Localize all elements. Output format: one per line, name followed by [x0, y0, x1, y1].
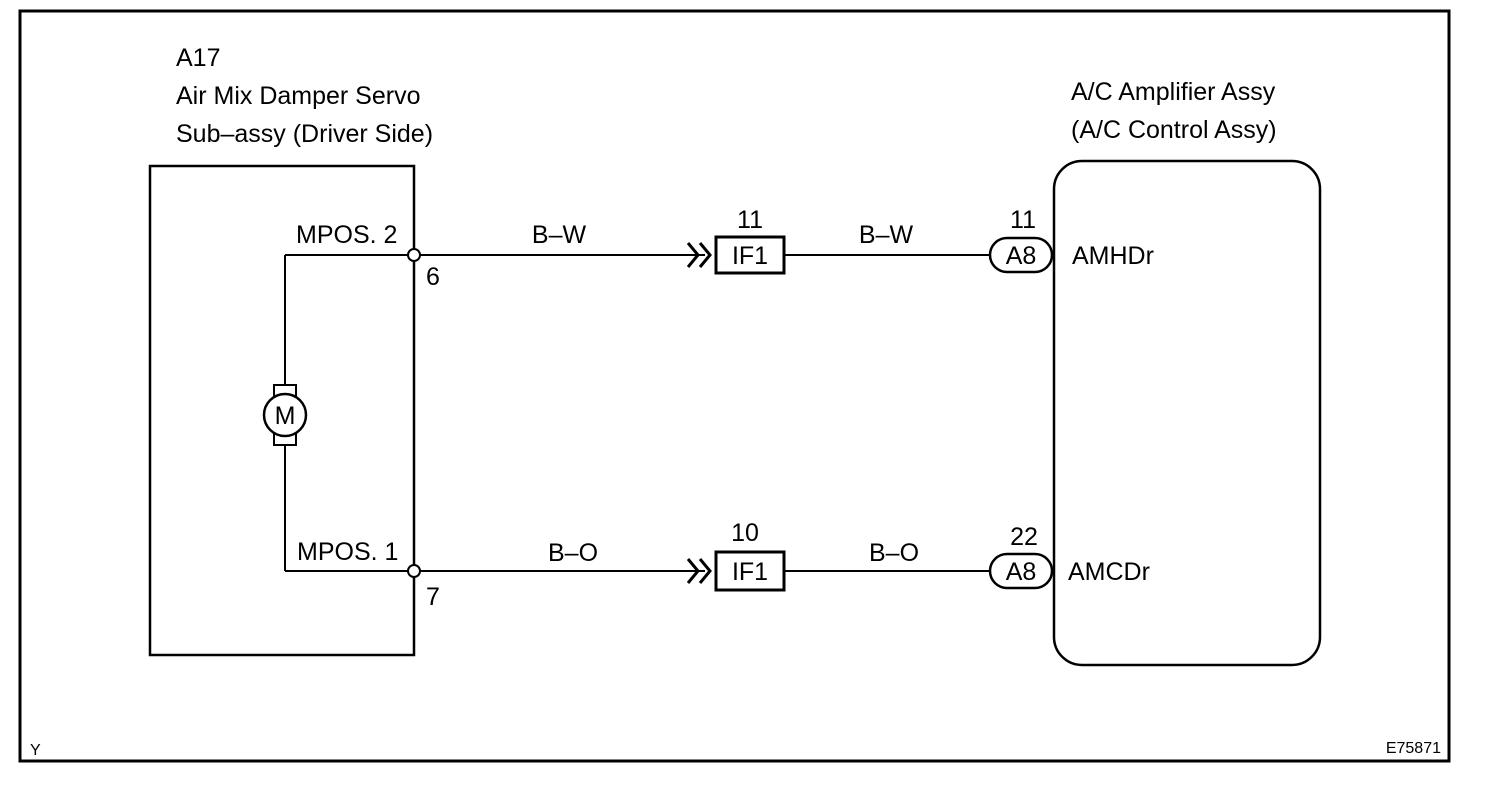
connector-if1-bottom-pin: 10 — [731, 519, 759, 547]
ecu-connector-a8-bottom — [988, 552, 1054, 590]
connector-if1-top-label: IF1 — [732, 242, 768, 270]
connector-chevron-top-icon — [686, 242, 712, 268]
terminal-amhdr: AMHDr — [1072, 242, 1154, 270]
amplifier-box — [1052, 159, 1322, 667]
left-component-name-line2: Sub–assy (Driver Side) — [176, 120, 433, 148]
left-component-name-line1: Air Mix Damper Servo — [176, 82, 421, 110]
connector-if1-top-pin: 11 — [737, 206, 763, 234]
ecu-connector-a8-top — [988, 236, 1054, 274]
connector-if1-bottom-label: IF1 — [732, 558, 768, 586]
terminal-7 — [407, 564, 421, 578]
connector-chevron-bottom-icon — [686, 558, 712, 584]
figure-id: E75871 — [1386, 740, 1441, 757]
left-component-code: A17 — [176, 44, 220, 72]
ecu-connector-a8-top-label: A8 — [1006, 242, 1037, 270]
ecu-connector-a8-bottom-label: A8 — [1006, 558, 1037, 586]
wire-top-color-right: B–W — [859, 221, 914, 249]
pin-label-mpos2: MPOS. 2 — [296, 221, 397, 249]
servo-box — [148, 164, 416, 657]
wire-bottom-color-right: B–O — [869, 539, 919, 567]
right-component-name-line1: A/C Amplifier Assy — [1071, 78, 1276, 106]
terminal-6 — [407, 248, 421, 262]
ecu-connector-a8-top-pin: 11 — [1010, 206, 1036, 234]
terminal-amcdr: AMCDr — [1068, 558, 1150, 586]
connector-if1-top — [714, 235, 786, 275]
corner-label: Y — [30, 742, 41, 759]
motor-icon: M — [262, 384, 308, 446]
pin-number-6: 6 — [426, 263, 440, 291]
pin-label-mpos1: MPOS. 1 — [297, 538, 398, 566]
diagram-frame — [18, 9, 1451, 763]
pin-number-7: 7 — [426, 583, 440, 611]
right-component-name-line2: (A/C Control Assy) — [1071, 116, 1277, 144]
ecu-connector-a8-bottom-pin: 22 — [1010, 523, 1038, 551]
wire-bottom-color-left: B–O — [548, 539, 598, 567]
wire-top-color-left: B–W — [532, 221, 587, 249]
motor-label: M — [275, 402, 296, 430]
